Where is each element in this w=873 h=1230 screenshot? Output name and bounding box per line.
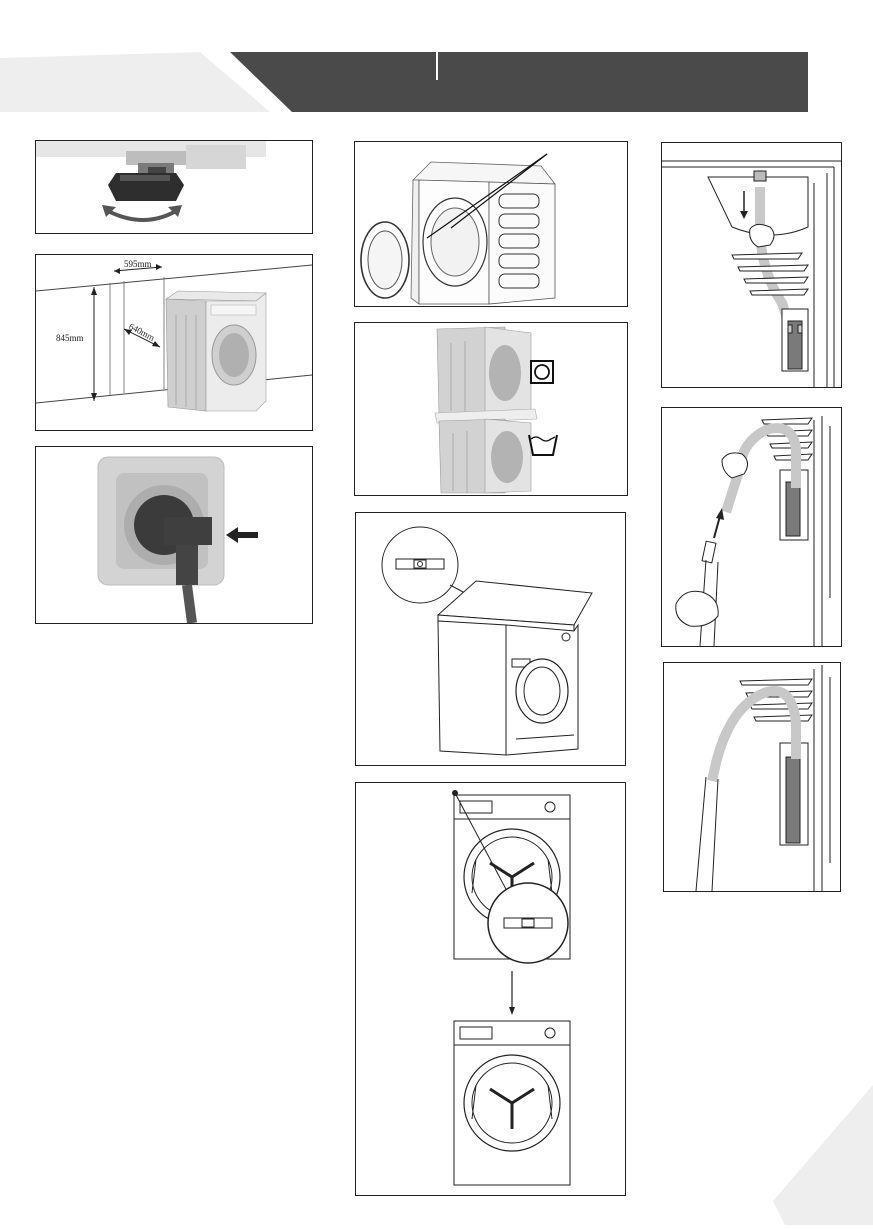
page-corner-tab	[773, 1085, 873, 1225]
plug-cable	[187, 585, 192, 623]
hose-done-illustration	[664, 663, 840, 891]
panel-door-open	[354, 141, 628, 307]
panel-hose-attach	[661, 407, 842, 647]
hose-attach-illustration	[662, 408, 841, 646]
lower-washer	[439, 419, 531, 493]
header-light-tab	[0, 52, 270, 112]
upper-dryer	[437, 327, 531, 415]
panel-level-top	[355, 512, 626, 766]
stacked-illustration	[355, 323, 627, 495]
door-illustration	[355, 142, 627, 306]
feet-illustration	[36, 141, 312, 233]
level-front-illustration	[356, 783, 625, 1195]
hose-remove-illustration	[662, 143, 841, 387]
panel-hose-done	[663, 662, 841, 892]
panel-level-front	[355, 782, 626, 1196]
header-dark-band	[230, 52, 808, 112]
header-graphic	[0, 0, 873, 120]
extension-hose	[696, 777, 718, 891]
dryer-front-bottom	[454, 1021, 570, 1185]
hand-icon-lower	[676, 591, 718, 626]
panel-power-plug	[35, 446, 313, 624]
rotate-arrow-icon	[108, 211, 176, 220]
header-band	[0, 0, 873, 120]
plug-illustration	[36, 447, 312, 623]
panel-dimensions: 595mm 845mm 640mm	[35, 254, 313, 431]
panel-adjustable-feet	[35, 140, 313, 234]
panel-stacked-units	[354, 322, 628, 496]
hand-icon	[722, 453, 748, 478]
height-dimension-label: 845mm	[56, 333, 84, 343]
level-top-illustration	[356, 513, 625, 765]
hand-icon	[750, 224, 774, 247]
panel-hose-remove	[661, 142, 842, 388]
dryer-3d-illustration	[166, 291, 266, 411]
arrow-left-icon	[226, 527, 258, 543]
width-dimension-label: 595mm	[124, 259, 152, 269]
